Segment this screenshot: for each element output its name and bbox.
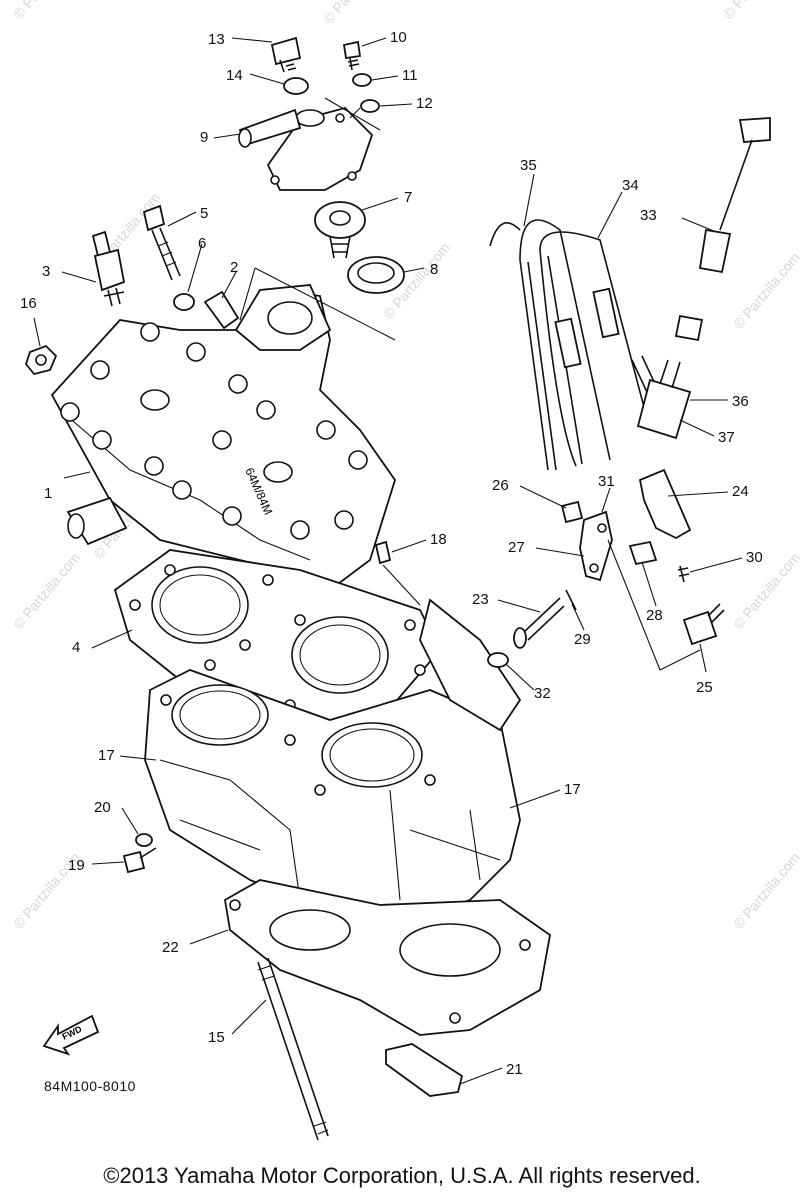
callout-32[interactable]: 32 [534, 685, 551, 702]
callout-10[interactable]: 10 [390, 29, 407, 46]
thermostat-cover [238, 106, 374, 191]
callout-30[interactable]: 30 [746, 549, 763, 566]
callout-36[interactable]: 36 [732, 393, 749, 410]
watermark: © Partzilla.com [730, 249, 803, 332]
callout-14[interactable]: 14 [226, 67, 243, 84]
callout-3[interactable]: 3 [42, 263, 50, 280]
watermark: © Partzilla.com [730, 549, 803, 632]
thermostat-7 [314, 201, 366, 259]
callout-37[interactable]: 37 [718, 429, 735, 446]
bolt-5 [142, 204, 181, 281]
plate-21 [385, 1043, 464, 1097]
base-gasket-22 [224, 879, 551, 1036]
callout-26[interactable]: 26 [492, 477, 509, 494]
bolt-13 [270, 36, 302, 73]
callout-28[interactable]: 28 [646, 607, 663, 624]
callout-21[interactable]: 21 [506, 1061, 523, 1078]
callout-8[interactable]: 8 [430, 261, 438, 278]
callout-11[interactable]: 11 [402, 67, 418, 84]
screw-23 [513, 597, 565, 649]
bracket-24 [638, 468, 692, 540]
watermark: © Partzilla.com [10, 549, 83, 632]
bolt-10 [342, 40, 362, 71]
head-gasket-4 [113, 549, 442, 751]
washer-14 [283, 77, 309, 95]
switch-33 [674, 117, 771, 342]
callout-22[interactable]: 22 [162, 939, 179, 956]
callout-20[interactable]: 20 [94, 799, 111, 816]
callout-35[interactable]: 35 [520, 157, 537, 174]
cable-assembly [489, 219, 671, 471]
callout-19[interactable]: 19 [68, 857, 85, 874]
nut-16 [24, 344, 58, 376]
sensor-36 [636, 359, 692, 440]
copyright-notice: ©2013 Yamaha Motor Corporation, U.S.A. A… [103, 1163, 701, 1188]
callout-13[interactable]: 13 [208, 31, 225, 48]
callout-7[interactable]: 7 [404, 189, 412, 206]
callout-31[interactable]: 31 [598, 473, 615, 490]
washer-32 [487, 652, 509, 668]
leader-lines [33, 37, 743, 1085]
sensor-25 [682, 603, 725, 646]
washer-6 [173, 293, 195, 311]
watermark: © Partzilla.com [10, 0, 83, 22]
cylinder-head-1: 64M/84M [50, 284, 396, 592]
bolt-19 [122, 847, 157, 874]
parts-diagram: © Partzilla.com © Partzilla.com © Partzi… [10, 0, 803, 1141]
head-bolt-holes [60, 322, 368, 540]
screw-26 [560, 500, 584, 524]
callout-9[interactable]: 9 [200, 129, 208, 146]
callouts: 1 2 3 4 5 6 7 8 9 10 11 12 13 14 15 16 1… [20, 29, 763, 1078]
washer-12 [360, 99, 380, 113]
cylinder-block-17 [144, 598, 522, 931]
callout-18[interactable]: 18 [430, 531, 447, 548]
callout-2[interactable]: 2 [230, 259, 238, 276]
callout-17a[interactable]: 17 [98, 747, 115, 764]
callout-34[interactable]: 34 [622, 177, 639, 194]
callout-6[interactable]: 6 [198, 235, 206, 252]
washer-20 [135, 833, 153, 847]
watermark: © Partzilla.com [720, 0, 793, 22]
callout-4[interactable]: 4 [72, 639, 80, 656]
callout-5[interactable]: 5 [200, 205, 208, 222]
clip-28 [628, 540, 658, 566]
callout-27[interactable]: 27 [508, 539, 525, 556]
stud-bolt-15 [257, 957, 329, 1141]
bracket-27 [579, 510, 613, 582]
spark-plug-3 [91, 230, 126, 307]
callout-17b[interactable]: 17 [564, 781, 581, 798]
seal-8 [347, 256, 405, 294]
callout-12[interactable]: 12 [416, 95, 433, 112]
callout-23[interactable]: 23 [472, 591, 489, 608]
fwd-arrow-icon: FWD [42, 1014, 100, 1056]
callout-24[interactable]: 24 [732, 483, 749, 500]
dowel-pin-18 [374, 540, 392, 565]
callout-33[interactable]: 33 [640, 207, 657, 224]
callout-16[interactable]: 16 [20, 295, 37, 312]
callout-15[interactable]: 15 [208, 1029, 225, 1046]
diagram-part-code: 84M100-8010 [44, 1078, 136, 1094]
watermark: © Partzilla.com [730, 849, 803, 932]
watermark: © Partzilla.com [320, 0, 393, 27]
callout-29[interactable]: 29 [574, 631, 591, 648]
pin-29 [565, 589, 577, 611]
callout-25[interactable]: 25 [696, 679, 713, 696]
washer-11 [352, 73, 372, 87]
plug-2 [203, 290, 240, 330]
spring-30 [677, 565, 690, 583]
callout-1[interactable]: 1 [44, 485, 52, 502]
